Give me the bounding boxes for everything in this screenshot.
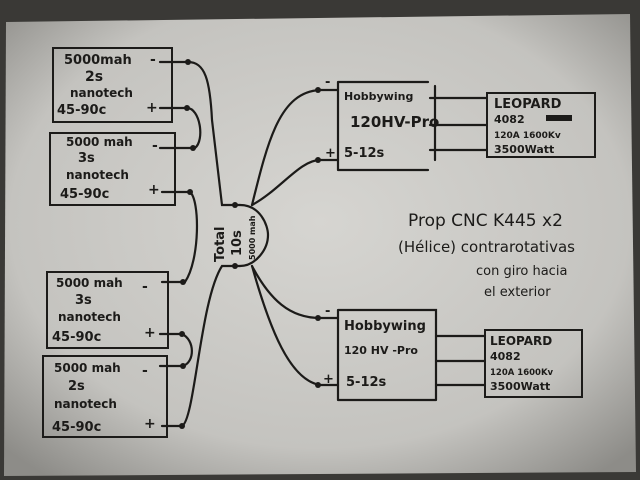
neg-terminal: - <box>150 52 156 68</box>
battery-cells: 3s <box>78 151 95 166</box>
battery-brand: nanotech <box>66 168 129 182</box>
battery-2: 5000 mah 3s nanotech 45-90c - + <box>49 132 176 206</box>
pos-terminal: + <box>146 100 158 116</box>
esc-cells: 5-12s <box>344 146 385 161</box>
battery-brand: nanotech <box>58 310 121 324</box>
neg-terminal: - <box>325 75 330 90</box>
motor-2: LEOPARD 4082 120A 1600Kv 3500Watt <box>484 329 583 398</box>
battery-brand: nanotech <box>54 397 117 411</box>
esc-1: - + Hobbywing 120HV-Pro 5-12s <box>325 75 488 172</box>
esc-model: 120HV-Pro <box>350 113 439 131</box>
motor-power: 3500Watt <box>490 380 550 393</box>
neg-terminal: - <box>325 304 330 319</box>
prop-note: Prop CNC K445 x2 (Hélice) contrarotativa… <box>398 211 575 300</box>
battery-4: 5000 mah 2s nanotech 45-90c - + <box>42 355 168 438</box>
note-line-3: con giro hacia <box>476 264 567 279</box>
note-line-4: el exterior <box>484 285 551 300</box>
esc-feed-wiring <box>250 87 340 388</box>
neg-terminal: - <box>152 138 158 154</box>
battery-3: 5000 mah 3s nanotech 45-90c - + <box>46 271 169 349</box>
total-text: Total <box>213 226 228 262</box>
scribble-out <box>546 115 572 121</box>
motor-model: 4082 <box>494 113 525 126</box>
battery-1: 5000mah 2s nanotech 45-90c - + <box>52 47 173 123</box>
neg-terminal: - <box>142 279 148 295</box>
esc-cells: 5-12s <box>346 375 387 390</box>
motor-1: LEOPARD 4082 120A 1600Kv 3500Watt <box>486 92 596 158</box>
pos-terminal: + <box>325 146 336 161</box>
total-capacity: 5000 mah <box>248 215 257 260</box>
esc-2: - + Hobbywing 120 HV -Pro 5-12s <box>323 304 487 402</box>
motor-brand: LEOPARD <box>490 334 552 348</box>
neg-terminal: - <box>142 363 148 379</box>
motor-brand: LEOPARD <box>494 97 562 112</box>
battery-capacity: 5000 mah <box>54 361 121 375</box>
pos-terminal: + <box>323 372 334 387</box>
battery-brand: nanotech <box>70 86 133 100</box>
total-label: Total 10s 5000 mah <box>213 215 257 262</box>
esc-brand: Hobbywing <box>344 90 413 103</box>
pos-terminal: + <box>144 416 156 432</box>
total-cells: 10s <box>230 230 245 256</box>
motor-spec: 120A 1600Kv <box>490 368 554 378</box>
battery-rating: 45-90c <box>60 187 109 202</box>
battery-cells: 2s <box>85 69 103 85</box>
battery-cells: 3s <box>75 293 92 308</box>
note-line-1: Prop CNC K445 x2 <box>408 211 563 231</box>
battery-cells: 2s <box>68 379 85 394</box>
motor-spec: 120A 1600Kv <box>494 131 561 141</box>
motor-model: 4082 <box>490 350 521 363</box>
battery-wiring <box>158 59 270 429</box>
battery-capacity: 5000 mah <box>56 276 123 290</box>
battery-rating: 45-90c <box>57 103 106 118</box>
esc-model: 120 HV -Pro <box>344 344 418 357</box>
esc-brand: Hobbywing <box>344 319 426 334</box>
motor-power: 3500Watt <box>494 143 554 156</box>
battery-capacity: 5000 mah <box>66 135 133 149</box>
note-line-2: (Hélice) contrarotativas <box>398 238 575 256</box>
pos-terminal: + <box>144 325 156 341</box>
battery-rating: 45-90c <box>52 330 101 345</box>
battery-rating: 45-90c <box>52 420 101 435</box>
pos-terminal: + <box>148 182 160 198</box>
battery-capacity: 5000mah <box>64 53 132 68</box>
